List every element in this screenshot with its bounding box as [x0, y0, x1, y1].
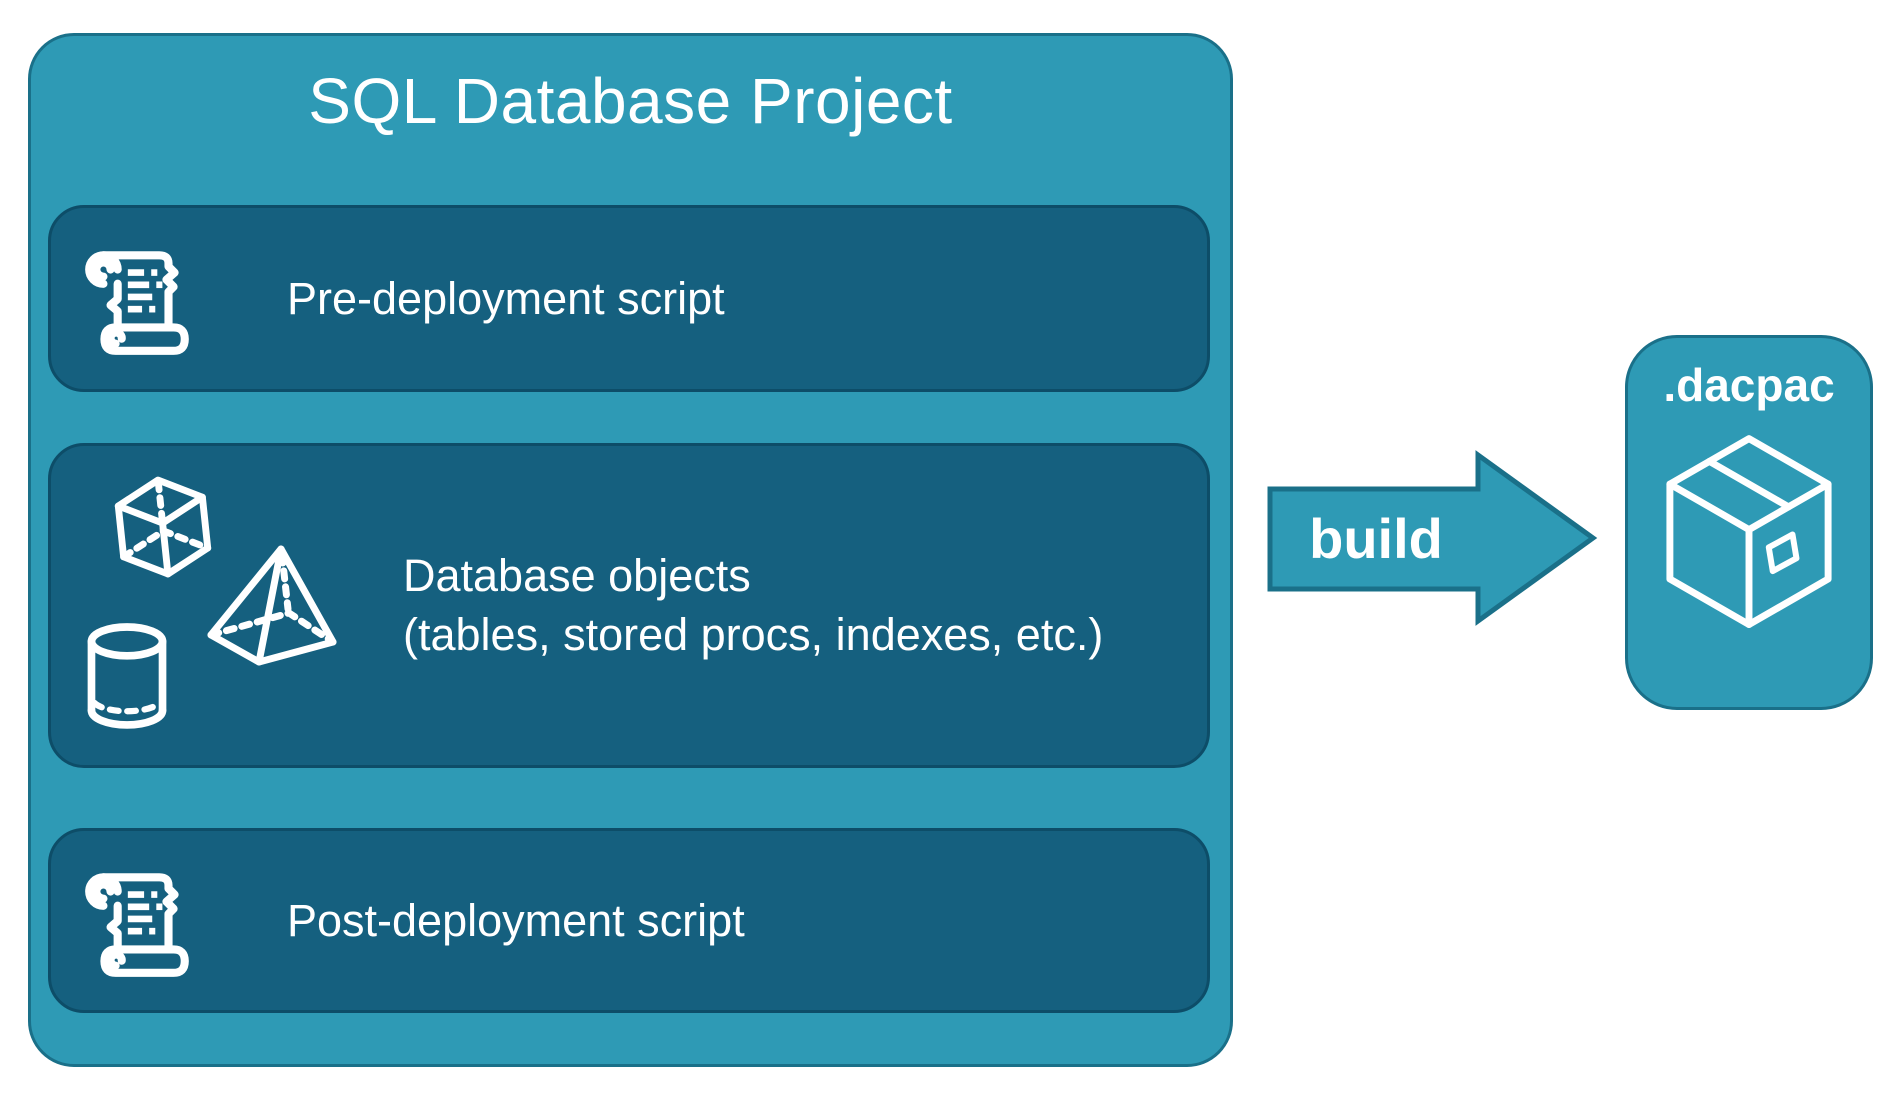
database-objects-panel: Database objects (tables, stored procs, …	[48, 443, 1210, 768]
cube-icon	[98, 462, 228, 592]
sql-database-project-container: SQL Database Project	[28, 33, 1233, 1067]
project-title: SQL Database Project	[308, 65, 953, 137]
script-scroll-icon	[77, 859, 199, 983]
package-icon	[1660, 430, 1838, 644]
build-arrow	[1262, 448, 1602, 628]
post-deployment-label: Post-deployment script	[287, 894, 745, 946]
dacpac-box: .dacpac	[1625, 335, 1873, 710]
script-scroll-icon	[77, 237, 199, 361]
pre-deployment-panel: Pre-deployment script	[48, 205, 1210, 392]
database-objects-line2: (tables, stored procs, indexes, etc.)	[403, 609, 1104, 661]
build-label: build	[1309, 507, 1443, 570]
post-deployment-panel: Post-deployment script	[48, 828, 1210, 1013]
database-objects-line1: Database objects	[403, 549, 751, 601]
pyramid-icon	[201, 541, 341, 671]
cylinder-icon	[79, 618, 175, 732]
pre-deployment-label: Pre-deployment script	[287, 272, 725, 324]
database-objects-label: Database objects (tables, stored procs, …	[403, 546, 1103, 666]
dacpac-label: .dacpac	[1663, 359, 1835, 411]
